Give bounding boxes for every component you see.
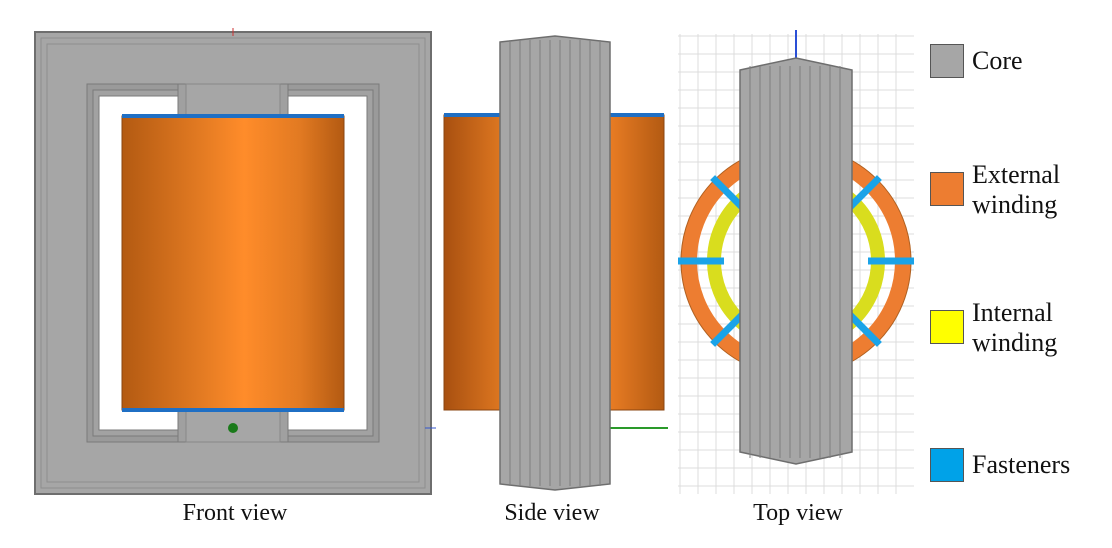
legend-item-core: Core <box>930 44 1092 78</box>
legend-label-fasteners: Fasteners <box>972 450 1071 479</box>
legend-swatch-fasteners <box>930 448 964 482</box>
front-view <box>34 28 436 495</box>
front-fastener-top <box>122 114 344 118</box>
legend-item-internal-winding: Internal winding <box>930 298 1092 358</box>
side-view <box>443 35 668 491</box>
legend-item-fasteners: Fasteners <box>930 448 1092 482</box>
top-core-limb <box>739 57 853 465</box>
legend-swatch-core <box>930 44 964 78</box>
side-winding-right <box>603 114 665 411</box>
legend-swatch-external-winding <box>930 172 964 206</box>
side-core-limb <box>499 35 611 491</box>
side-fastener-left <box>444 113 506 117</box>
side-winding-left <box>443 114 507 411</box>
front-external-winding <box>121 115 345 411</box>
legend-label-internal-winding: Internal winding <box>972 298 1058 357</box>
side-view-caption: Side view <box>504 500 600 526</box>
front-core-step-2 <box>46 43 420 483</box>
legend-swatch-internal-winding <box>930 310 964 344</box>
front-view-caption: Front view <box>182 500 288 526</box>
legend-item-external-winding: External winding <box>930 160 1092 220</box>
front-core-step-1 <box>40 37 426 489</box>
front-origin-marker <box>228 423 238 433</box>
legend-label-core: Core <box>972 46 1023 75</box>
top-view-caption: Top view <box>753 500 843 526</box>
legend-label-external-winding: External winding <box>972 160 1061 219</box>
top-view <box>678 30 914 494</box>
side-fastener-right <box>604 113 664 117</box>
front-fastener-bottom <box>122 408 344 412</box>
